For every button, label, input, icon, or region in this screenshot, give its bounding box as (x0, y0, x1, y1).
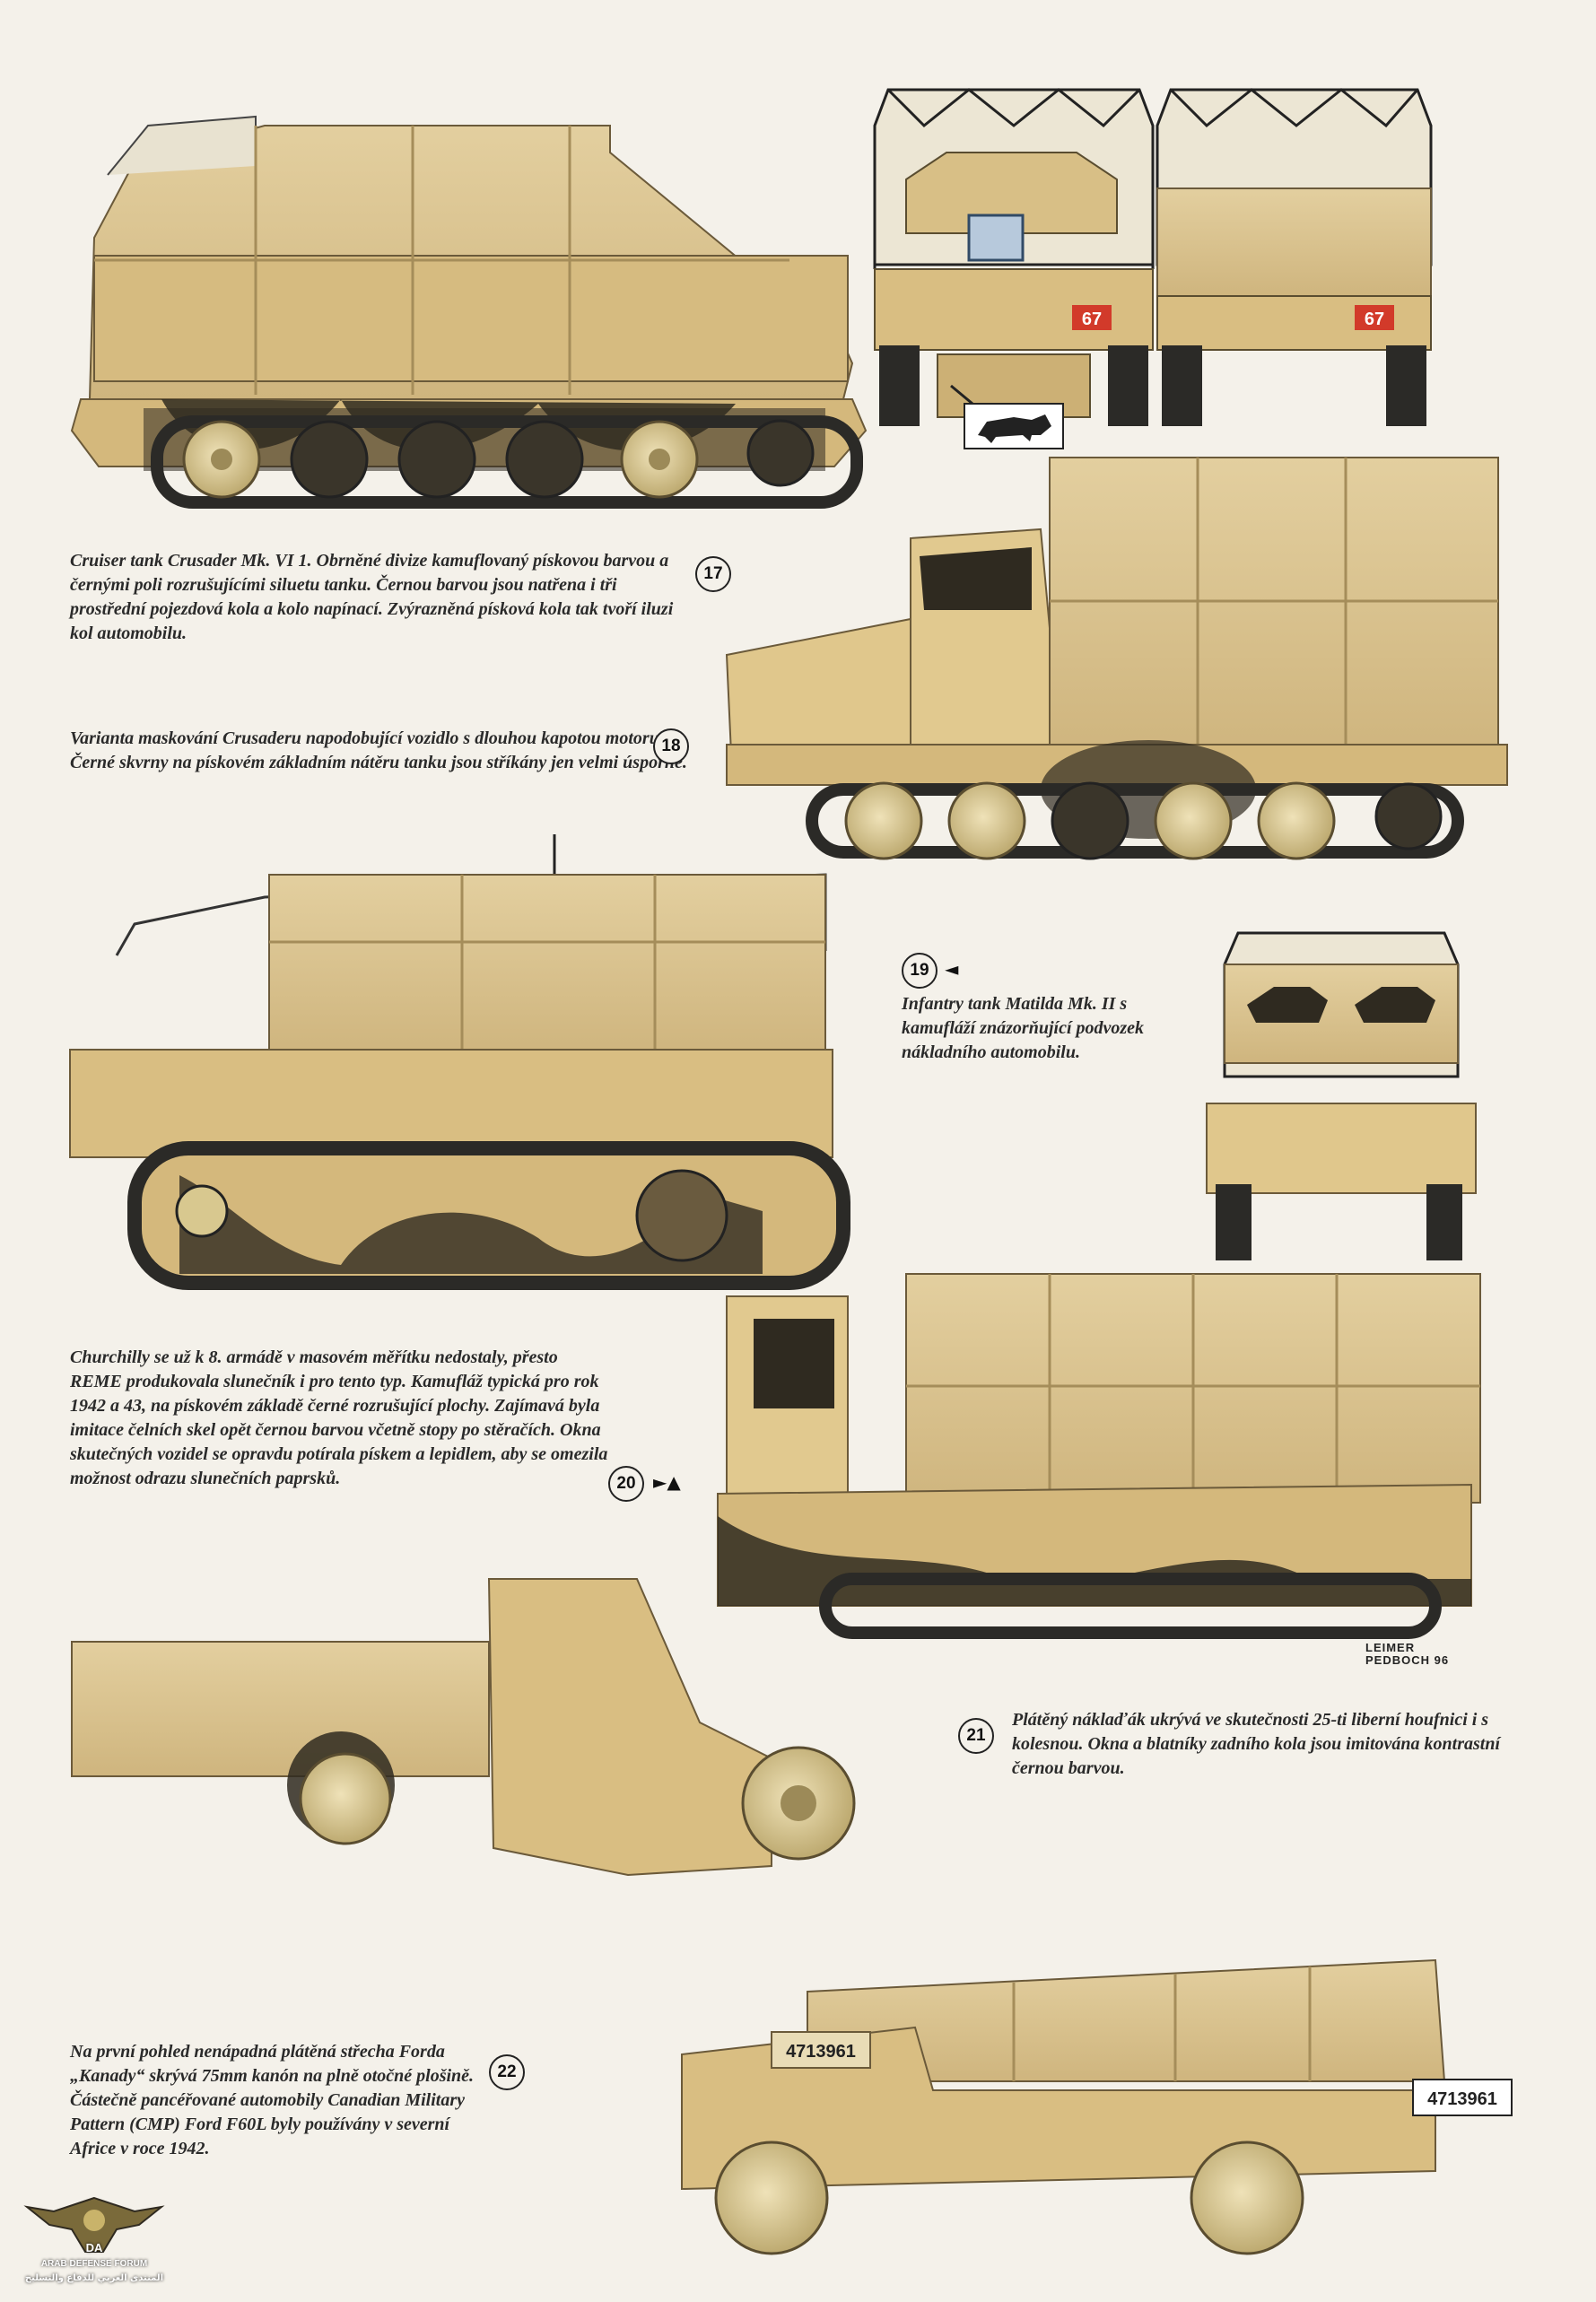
forum-logo: DA ARAB DEFENSE FORUM المنتدى العربي للد… (18, 2189, 170, 2297)
caption-plate-21: Plátěný náklaďák ukrývá ve skutečnosti 2… (1012, 1710, 1501, 1778)
logo-subtitle: المنتدى العربي للدفاع والتسليح (24, 2273, 164, 2283)
vehicle-18-side-view (725, 457, 1508, 860)
caption-plate-22: Na první pohled nenápadná plátěná střech… (70, 2042, 475, 2158)
arrow-right-up-icon: ►▲ (653, 1471, 681, 1493)
tank-number-rear: 67 (1365, 310, 1384, 329)
vehicle-21-side-view (71, 1578, 856, 1877)
plate-number-19: 19 (902, 953, 938, 989)
signature-line-1: LEIMER (1365, 1641, 1416, 1654)
rhino-insignia (950, 384, 1064, 449)
truck-serial-rear: 4713961 (1427, 2089, 1497, 2109)
vehicle-17-side-view (70, 115, 868, 509)
plate-number-18: 18 (653, 728, 689, 764)
vehicle-19-rear-view (1206, 931, 1477, 1260)
artist-signature: LEIMER PEDBOCH 96 (1365, 1642, 1449, 1667)
caption-plate-20: Churchilly se už k 8. armádě v masovém m… (70, 1347, 608, 1488)
vehicle-17-front-view: 67 (873, 88, 1155, 426)
vehicle-17-rear-view: 67 (1156, 88, 1433, 426)
caption-plate-18: Varianta maskování Crusaderu napodobujíc… (70, 728, 687, 772)
truck-serial-cab: 4713961 (786, 2042, 856, 2062)
plate-number-22: 22 (489, 2054, 525, 2090)
vehicle-20-side-view (717, 1273, 1481, 1639)
caption-plate-19: Infantry tank Matilda Mk. II s kamufláží… (902, 994, 1145, 1062)
plate-number-17: 17 (695, 556, 731, 592)
plate-number-20: 20 (608, 1466, 644, 1502)
signature-line-2: PEDBOCH 96 (1365, 1653, 1450, 1667)
plate-number-21: 21 (958, 1718, 994, 1754)
eagle-emblem-icon (23, 2196, 165, 2253)
caption-plate-17: Cruiser tank Crusader Mk. VI 1. Obrněné … (70, 551, 674, 643)
vehicle-19-side-view (69, 834, 850, 1290)
logo-initials: DA (85, 2241, 103, 2254)
arrow-left-icon: ◄ (945, 958, 959, 980)
tank-number-front: 67 (1082, 310, 1102, 329)
logo-name: ARAB DEFENSE FORUM (40, 2259, 148, 2269)
vehicle-22-side-view: 4713961 4713961 (681, 1958, 1513, 2255)
